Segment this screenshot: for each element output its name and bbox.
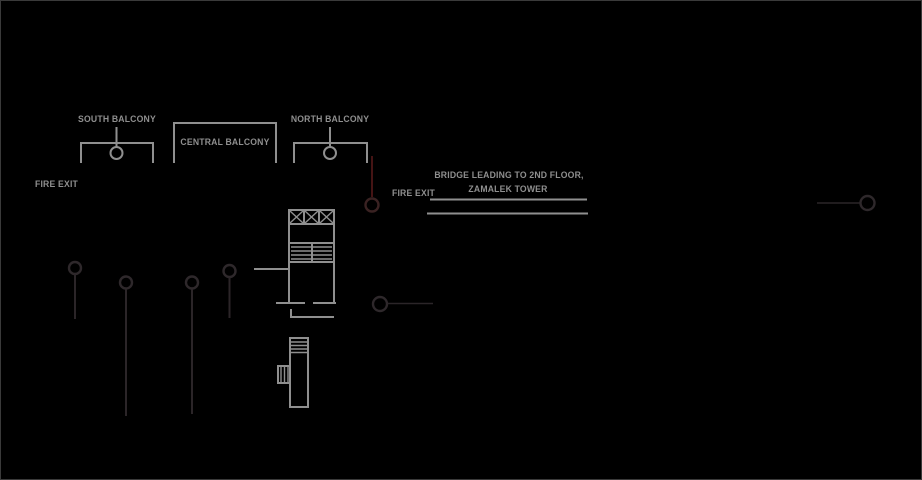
column-callout-circle xyxy=(222,263,237,279)
column-callout-circle xyxy=(184,275,200,290)
xhatch-diagonals xyxy=(289,210,334,224)
bridge-note-line1: BRIDGE LEADING TO 2ND FLOOR, xyxy=(434,170,584,180)
elevator-side-box xyxy=(277,365,291,384)
door-symbol-mid xyxy=(371,295,433,313)
south-balcony-bracket xyxy=(80,127,154,163)
central-balcony-bracket xyxy=(173,122,277,163)
bridge-walkway-lines xyxy=(427,198,588,215)
door-symbol-east xyxy=(817,194,876,212)
elevator-top-treads xyxy=(291,341,307,354)
north-balcony-bracket xyxy=(293,127,368,163)
elevator-plan xyxy=(277,337,309,408)
central-balcony-label: CENTRAL BALCONY xyxy=(180,137,270,147)
column-callout-circle xyxy=(67,260,83,276)
column-callout-circle xyxy=(118,275,134,290)
south-balcony-label: SOUTH BALCONY xyxy=(78,114,156,124)
south-balcony-callout-circle xyxy=(109,146,124,160)
fire-exit-east-label: FIRE EXIT xyxy=(392,188,436,198)
elevator-side-box-lines xyxy=(280,367,289,382)
bridge-note-line2: ZAMALEK TOWER xyxy=(468,184,548,194)
stairwell-plan xyxy=(254,209,336,318)
stairwell-lower-step xyxy=(290,309,334,318)
fire-exit-door-circle xyxy=(364,197,380,213)
fire-exit-leader xyxy=(364,156,380,213)
north-balcony-label: NORTH BALCONY xyxy=(290,114,370,124)
column-callouts xyxy=(67,260,237,416)
north-balcony-callout-circle xyxy=(323,146,337,160)
fire-exit-west-label: FIRE EXIT xyxy=(35,179,79,189)
